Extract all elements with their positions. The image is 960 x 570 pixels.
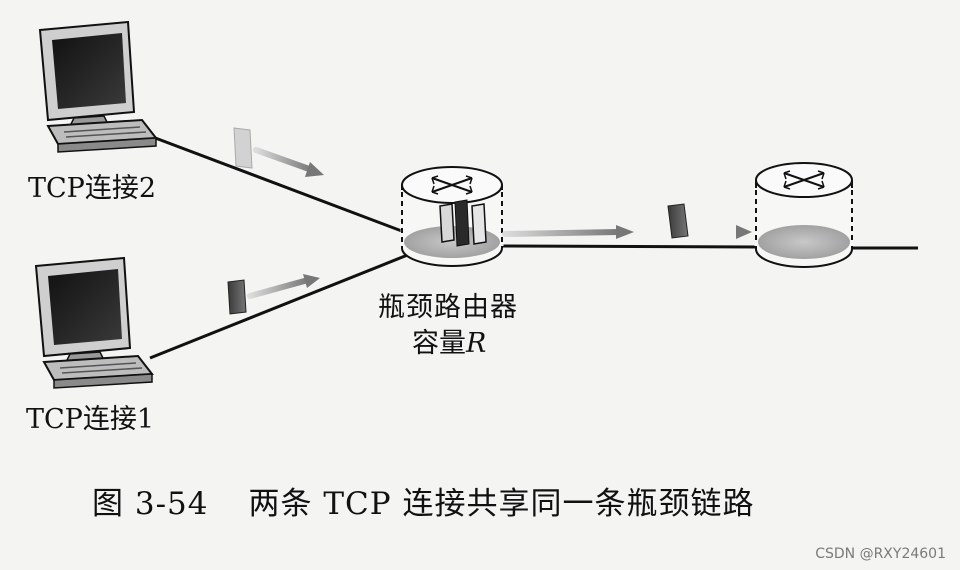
caption-text: 两条 TCP 连接共享同一条瓶颈链路 <box>249 486 755 522</box>
packet-icon <box>472 204 486 244</box>
figure-caption: 图 3-54 两条 TCP 连接共享同一条瓶颈链路 <box>92 478 754 523</box>
packet-icon <box>228 280 246 314</box>
packet-icon <box>455 200 469 246</box>
bottleneck-router-label: 瓶颈路由器 <box>378 285 518 324</box>
packet-icon <box>234 128 252 168</box>
router-capacity-label: 容量R <box>412 321 486 360</box>
packet-icon <box>668 204 688 238</box>
bottleneck-link <box>500 246 760 247</box>
router-icon <box>756 163 852 267</box>
figure-number: 图 3-54 <box>92 486 209 522</box>
arrow-icon <box>505 225 634 239</box>
computer-icon <box>36 258 152 388</box>
connection-1-label: TCP连接1 <box>26 397 154 436</box>
watermark: CSDN @RXY24601 <box>815 546 946 562</box>
capacity-variable: R <box>466 328 486 359</box>
connection-2-label: TCP连接2 <box>28 166 156 205</box>
capacity-text: 容量 <box>412 328 466 359</box>
link-connection-2 <box>150 136 415 236</box>
arrow-icon <box>256 150 324 177</box>
packet-icon <box>440 204 454 242</box>
computer-icon <box>40 22 156 152</box>
link-connection-1 <box>150 252 415 358</box>
arrow-icon <box>690 225 752 239</box>
